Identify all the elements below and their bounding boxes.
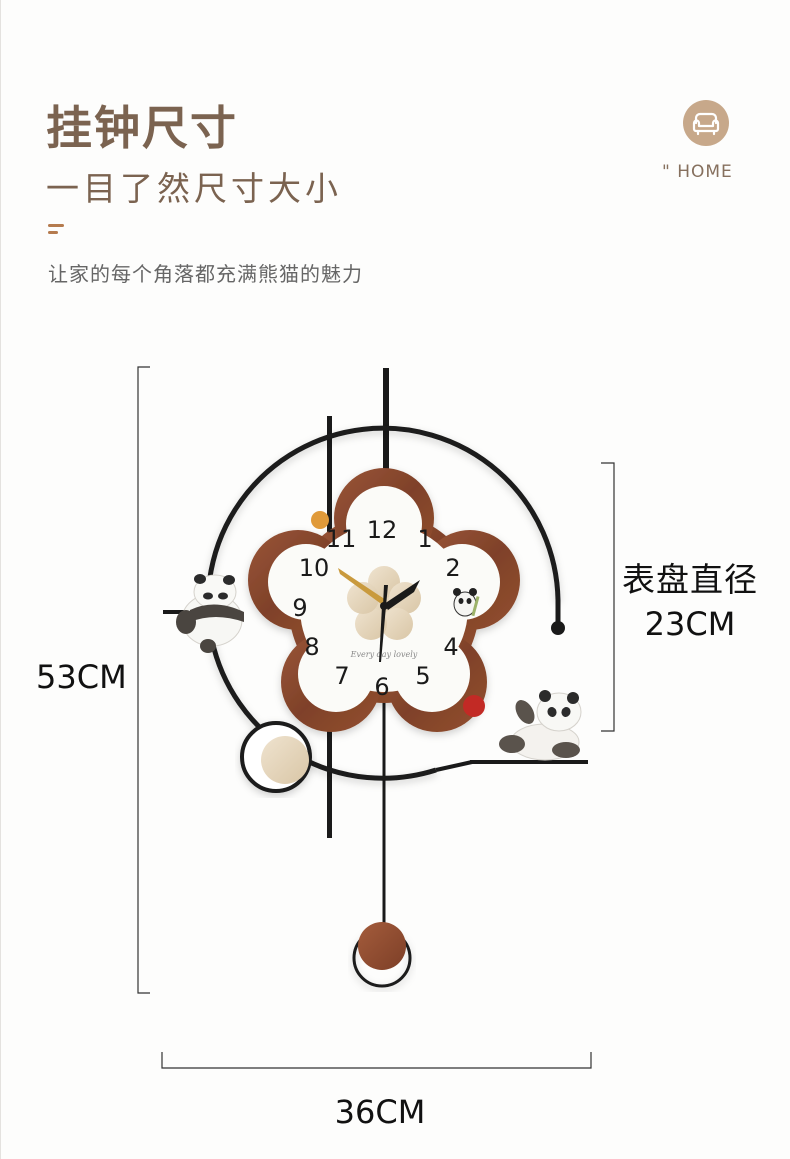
orange-dot	[311, 511, 329, 529]
numeral-9: 9	[292, 594, 307, 622]
tagline: 让家的每个角落都充满熊猫的魅力	[48, 262, 363, 286]
numeral-2: 2	[445, 554, 460, 582]
height-dimension: 53CM	[36, 658, 127, 696]
dial-diameter-label: 表盘直径 23CM	[610, 553, 770, 643]
brand-label: " HOME	[662, 162, 733, 182]
pendulum-disc	[358, 922, 406, 970]
numeral-11: 11	[326, 525, 357, 553]
left-panda-figure	[176, 574, 244, 653]
page-subtitle: 一目了然尺寸大小	[46, 169, 342, 208]
dial-diameter-title: 表盘直径	[622, 560, 758, 599]
hand-pivot	[380, 602, 388, 610]
mini-panda-icon	[453, 588, 480, 617]
dial-diameter-value: 23CM	[644, 605, 736, 643]
numeral-7: 7	[334, 662, 349, 690]
numeral-10: 10	[299, 554, 330, 582]
width-dimension: 36CM	[334, 1093, 426, 1131]
ring-end-knob	[551, 621, 565, 635]
numeral-8: 8	[304, 633, 319, 661]
numeral-12: 12	[367, 516, 398, 544]
minute-hand	[384, 580, 420, 610]
accent-dash	[48, 224, 66, 234]
red-dot	[463, 695, 485, 717]
left-edge-line	[0, 0, 1, 1159]
page-title: 挂钟尺寸	[46, 101, 238, 155]
small-ring-disc	[261, 736, 309, 784]
armchair-icon	[683, 100, 729, 146]
numeral-5: 5	[415, 662, 430, 690]
numeral-4: 4	[443, 633, 458, 661]
second-hand	[379, 606, 386, 662]
right-shelf	[435, 760, 473, 772]
center-script-text: Every day lovely	[350, 650, 418, 659]
numeral-6: 6	[374, 673, 389, 701]
top-vertical-bar	[383, 368, 389, 478]
hour-hand	[338, 568, 386, 606]
numeral-1: 1	[417, 525, 432, 553]
right-panda-figure	[499, 690, 582, 761]
